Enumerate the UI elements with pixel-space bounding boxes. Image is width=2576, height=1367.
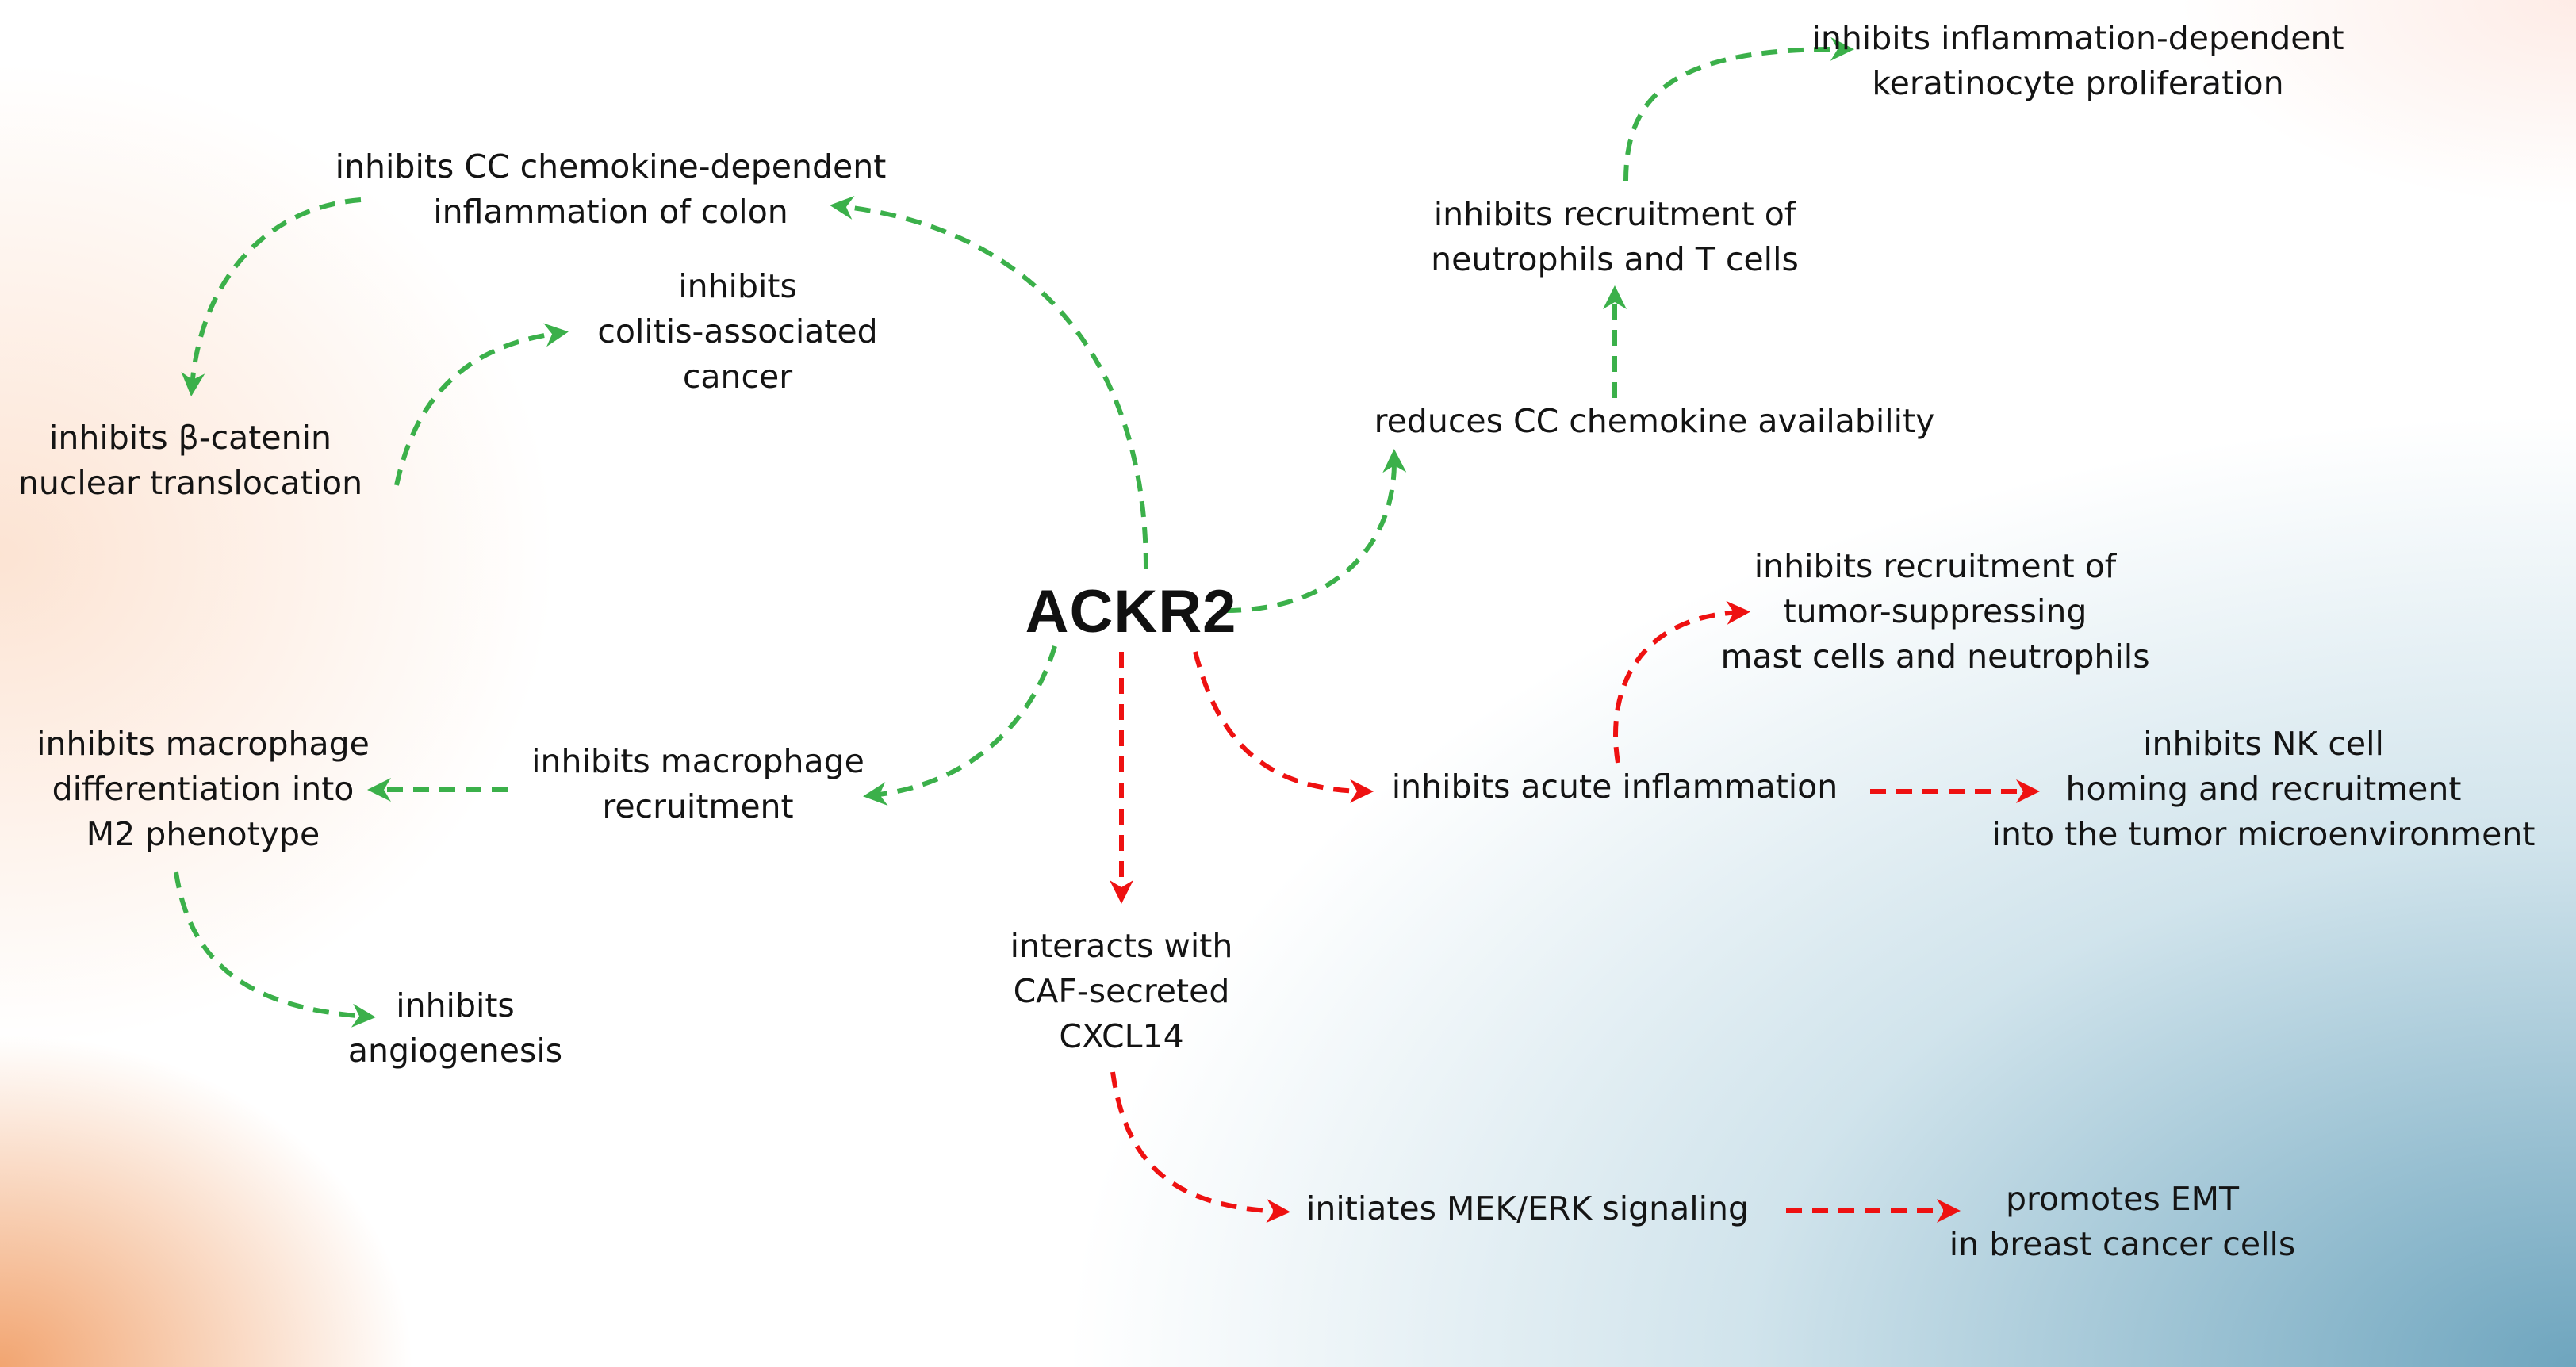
arrow-ackr2-to-acute-inflammation bbox=[1193, 651, 1374, 803]
node-neutrophils-tcells: inhibits recruitment of neutrophils and … bbox=[1431, 192, 1799, 282]
node-text: reduces CC chemokine availability bbox=[1374, 402, 1935, 440]
node-text: inhibits inflammation-dependent bbox=[1811, 19, 2344, 57]
node-text: in breast cancer cells bbox=[1949, 1225, 2296, 1263]
node-text: into the tumor microenvironment bbox=[1991, 815, 2536, 853]
node-text: CXCL14 bbox=[1059, 1017, 1184, 1055]
node-text: differentiation into bbox=[52, 770, 355, 808]
arrow-colon-to-beta-catenin bbox=[181, 197, 362, 396]
node-acute-inflammation: inhibits acute inflammation bbox=[1392, 764, 1838, 810]
node-mast-cells: inhibits recruitment of tumor-suppressin… bbox=[1720, 544, 2149, 680]
node-text: inhibits macrophage bbox=[36, 725, 370, 763]
node-text: inhibits NK cell bbox=[2143, 725, 2384, 763]
node-text: recruitment bbox=[602, 787, 794, 825]
node-text: CAF-secreted bbox=[1013, 972, 1230, 1010]
node-colitis-cancer: inhibits colitis-associated cancer bbox=[597, 264, 877, 400]
arrow-neutrophils-to-keratinocyte bbox=[1623, 36, 1854, 182]
node-beta-catenin: inhibits β-catenin nuclear translocation bbox=[18, 415, 362, 506]
node-text: initiates MEK/ERK signaling bbox=[1305, 1189, 1750, 1227]
node-text: promotes EMT bbox=[2005, 1180, 2240, 1218]
node-chemokine-availability: reduces CC chemokine availability bbox=[1374, 399, 1935, 444]
node-colon-inflammation: inhibits CC chemokine-dependent inflamma… bbox=[335, 144, 887, 235]
arrow-beta-catenin-to-colitis-cancer bbox=[394, 323, 569, 486]
node-text: inhibits bbox=[396, 986, 515, 1024]
node-text: inhibits β-catenin bbox=[49, 419, 332, 457]
node-text: keratinocyte proliferation bbox=[1872, 64, 2284, 102]
node-keratinocyte: inhibits inflammation-dependent keratino… bbox=[1811, 16, 2344, 106]
arrow-cxcl14-to-mek-erk bbox=[1110, 1071, 1290, 1223]
node-text: inhibits macrophage bbox=[531, 742, 864, 780]
node-text: nuclear translocation bbox=[17, 464, 363, 502]
arrow-ackr2-to-chemokine-availability bbox=[1225, 449, 1407, 613]
node-text: M2 phenotype bbox=[86, 815, 320, 853]
node-text: angiogenesis bbox=[347, 1032, 563, 1070]
arrow-ackr2-to-colon-inflammation bbox=[830, 196, 1148, 570]
node-macrophage-differentiation: inhibits macrophage differentiation into… bbox=[36, 722, 370, 857]
node-text: neutrophils and T cells bbox=[1431, 240, 1799, 278]
node-text: inhibits recruitment of bbox=[1433, 195, 1796, 233]
ackr2-label: ACKR2 bbox=[1025, 578, 1237, 645]
arrow-differentiation-to-angiogenesis bbox=[174, 871, 376, 1028]
node-text: inflammation of colon bbox=[433, 193, 788, 231]
node-cxcl14: interacts with CAF-secreted CXCL14 bbox=[1010, 924, 1233, 1059]
node-text: inhibits CC chemokine-dependent bbox=[335, 147, 887, 186]
node-text: inhibits recruitment of bbox=[1754, 547, 2117, 585]
node-emt: promotes EMT in breast cancer cells bbox=[1949, 1177, 2295, 1267]
arrow-ackr2-to-macrophage-recruitment bbox=[863, 645, 1057, 806]
node-mek-erk: initiates MEK/ERK signaling bbox=[1306, 1186, 1749, 1231]
node-text: inhibits bbox=[678, 267, 797, 305]
node-text: cancer bbox=[682, 358, 793, 396]
node-text: mast cells and neutrophils bbox=[1720, 638, 2150, 676]
node-text: interacts with bbox=[1010, 927, 1233, 965]
node-text: inhibits acute inflammation bbox=[1391, 768, 1838, 806]
node-nk-cell: inhibits NK cell homing and recruitment … bbox=[1992, 722, 2536, 857]
node-macrophage-recruitment: inhibits macrophage recruitment bbox=[531, 739, 864, 829]
node-angiogenesis: inhibits angiogenesis bbox=[348, 983, 562, 1074]
node-text: tumor-suppressing bbox=[1783, 592, 2087, 630]
node-text: colitis-associated bbox=[597, 312, 878, 350]
node-text: homing and recruitment bbox=[2065, 770, 2462, 808]
arrow-acute-to-mast-cells bbox=[1613, 600, 1750, 764]
